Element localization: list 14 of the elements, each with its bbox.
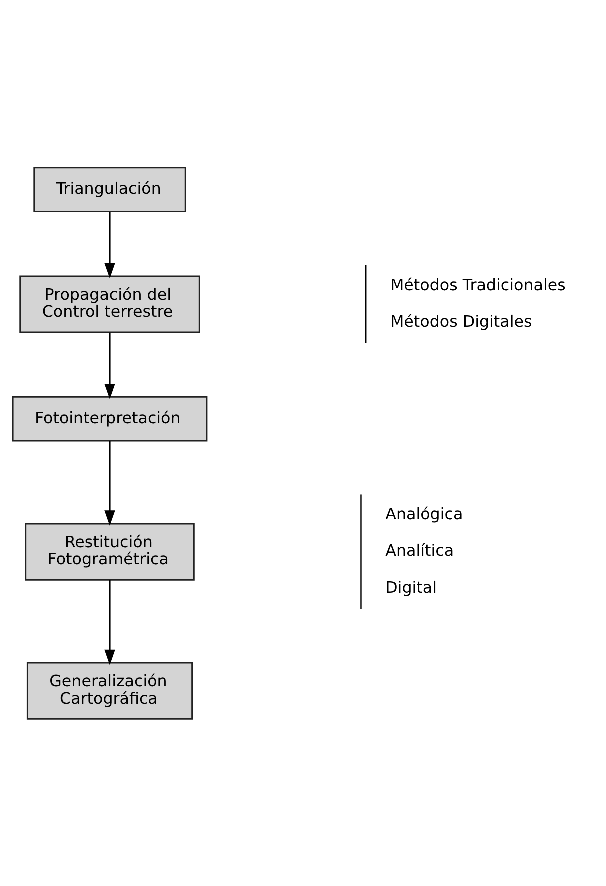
node-box: Generalización Cartográfica — [26, 662, 194, 720]
node-box: Restitución Fotogramétrica — [25, 522, 195, 580]
arrow — [104, 212, 116, 278]
arrow — [104, 580, 116, 665]
node-box: Triangulación — [34, 166, 186, 212]
node-label: Métodos Tradicionales — [390, 274, 566, 294]
node-label: Métodos Digitales — [390, 311, 532, 330]
arrow — [104, 440, 116, 526]
node-label: Digital — [386, 577, 438, 596]
node-box: Propagación del Control terrestre — [20, 275, 200, 333]
arrow — [104, 332, 116, 399]
node-label: Analítica — [386, 540, 454, 560]
node-box: Fotointerpretación — [12, 396, 208, 442]
node-label: Analógica — [386, 504, 464, 524]
